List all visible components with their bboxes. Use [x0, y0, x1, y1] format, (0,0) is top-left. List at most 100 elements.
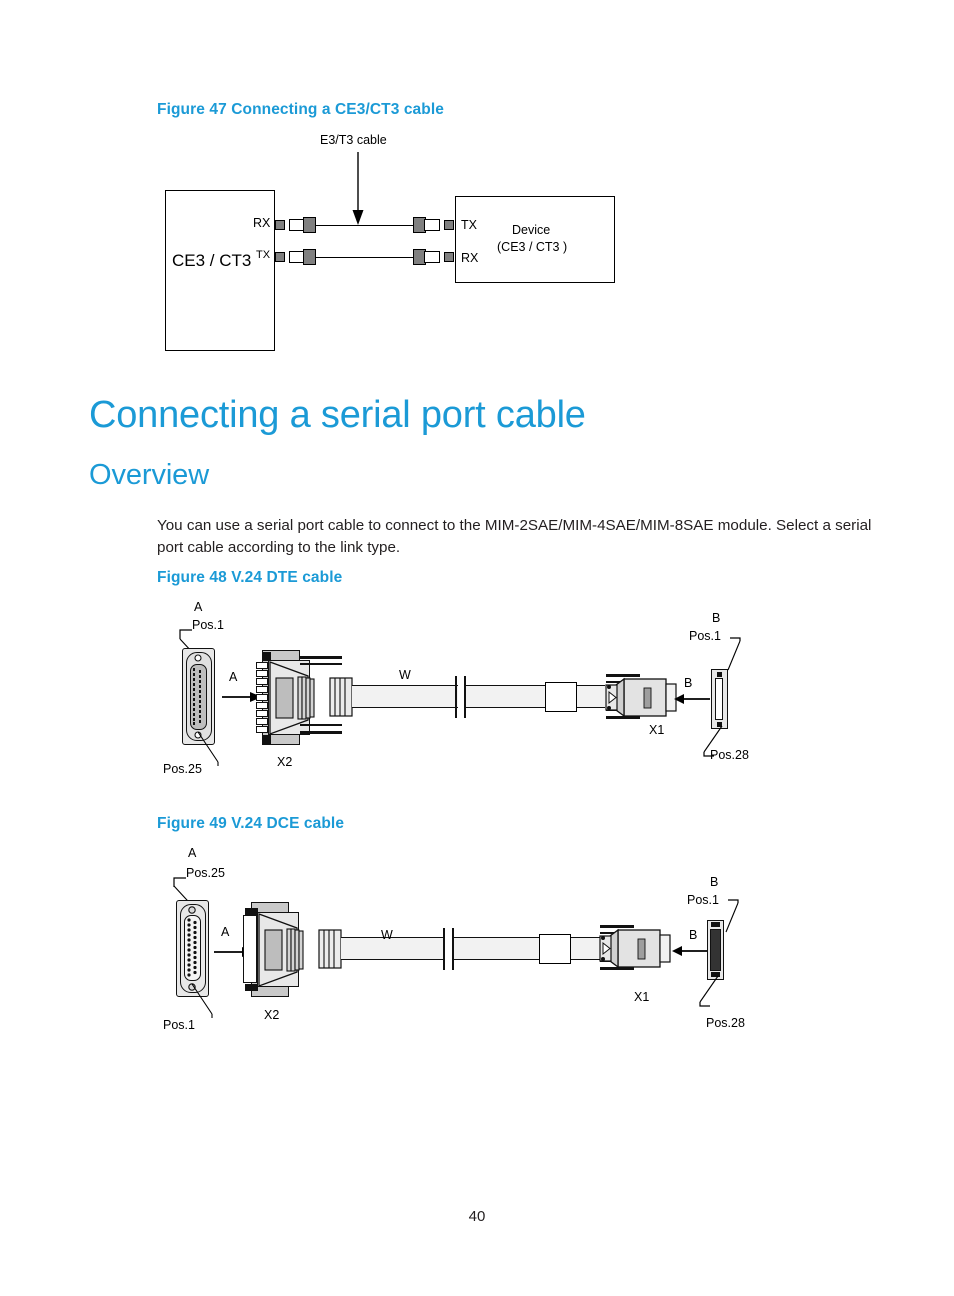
section-subheading: Overview [89, 459, 210, 491]
figure-48-x2-screw-bottom [262, 735, 271, 744]
figure-48-cable-break-right [464, 676, 466, 718]
figure-48-left-group-label: A [194, 600, 203, 614]
figure-49-b-connector-cavity [710, 929, 721, 971]
figure-49-caption: Figure 49 V.24 DCE cable [157, 815, 345, 832]
figure-49-right-bottom-leader [699, 975, 719, 1007]
figure-48-x1-body [605, 677, 677, 718]
figure-49-cable-segment-3 [571, 937, 603, 960]
figure-47-right-device-box [455, 196, 615, 283]
figure-47-callout-arrow [352, 152, 364, 225]
figure-49-left-bottom-pos: Pos.1 [163, 1018, 195, 1032]
figure-49-left-bottom-leader [191, 983, 213, 1018]
figure-48-diagram: A Pos.1 [163, 600, 749, 776]
figure-48-b-connector-screw-bottom [716, 722, 722, 727]
figure-49-right-arrow-label: B [689, 928, 698, 942]
figure-48-right-arrow [674, 694, 710, 704]
figure-49-left-db25-screwholes [188, 906, 196, 991]
figure-48-left-db25-sockets [193, 668, 201, 725]
figure-48-x1-label: X1 [649, 723, 665, 737]
figure-49-x2-taper [258, 913, 304, 987]
page-title: Connecting a serial port cable [89, 394, 586, 436]
figure-49-right-group-label: B [710, 875, 719, 889]
figure-49-right-top-leader [725, 899, 739, 933]
figure-49-left-top-pos: Pos.25 [186, 866, 225, 880]
figure-49-cable-break-right [452, 928, 454, 970]
figure-48-cable-segment-2 [466, 685, 545, 708]
figure-47-left-box-label: CE3 / CT3 [172, 251, 252, 270]
figure-49-cable-ferrite [539, 934, 571, 964]
figure-48-cable-segment-1 [352, 685, 458, 708]
figure-48-left-top-pos: Pos.1 [192, 618, 224, 632]
figure-47-right-plug-tx-tip [424, 219, 440, 231]
figure-49-cable-label: W [381, 928, 393, 942]
figure-49-x1-lug-top-1 [600, 925, 634, 929]
figure-49-diagram: A Pos.25 [163, 846, 745, 1032]
figure-48-x2-strain-relief [329, 677, 353, 717]
figure-47-right-port-tx: TX [461, 218, 477, 232]
figure-49-right-top-pos: Pos.1 [687, 893, 719, 907]
figure-49-b-connector-screw-bottom [711, 972, 720, 977]
figure-49-x2-screw-top [245, 908, 258, 915]
figure-47-left-device-box [165, 190, 275, 351]
figure-48-x2-label: X2 [277, 755, 293, 769]
figure-48-x1-lug-bot-1 [606, 716, 640, 720]
figure-49-x1-body [599, 928, 671, 969]
figure-49-x1-label: X1 [634, 990, 650, 1004]
figure-47-right-box-label-line2: (CE3 / CT3 ) [497, 240, 568, 254]
figure-48-x1-lug-top-1 [606, 674, 640, 678]
figure-47-left-port-tx: TX [256, 249, 271, 261]
figure-47-left-pad-rx [275, 220, 285, 230]
figure-48-cable-label: W [399, 668, 411, 682]
figure-48-right-group-label: B [712, 611, 721, 625]
figure-48-left-bottom-leader [197, 731, 219, 766]
figure-49-b-connector-screw-top [711, 922, 720, 927]
figure-48-caption: Figure 48 V.24 DTE cable [157, 569, 343, 586]
figure-47-right-port-rx: RX [461, 251, 479, 265]
figure-47-left-pad-tx [275, 252, 285, 262]
figure-47-cable-bottom [316, 257, 414, 259]
figure-48-cable-segment-3 [577, 685, 605, 708]
figure-49-left-arrow-label: A [221, 925, 230, 939]
figure-47-right-pad-tx [444, 220, 454, 230]
figure-48-cable-break-left [455, 676, 457, 718]
figure-47-right-box-label-line1: Device [512, 223, 551, 237]
figure-48-x2-lug-top-2 [300, 663, 342, 666]
figure-48-right-top-leader [727, 637, 741, 671]
figure-49-right-bottom-pos: Pos.28 [706, 1016, 745, 1030]
figure-47-cable-top [316, 225, 414, 227]
figure-48-x2-lug-bot-1 [300, 731, 342, 735]
figure-47-right-plug-rx-tip [424, 251, 440, 263]
figure-48-right-arrow-label: B [684, 676, 693, 690]
figure-48-right-top-pos: Pos.1 [689, 629, 721, 643]
figure-47-left-plug-rx-body [303, 217, 316, 233]
figure-48-b-connector-screw-top [716, 671, 722, 677]
figure-48-left-arrow-label: A [229, 670, 238, 684]
figure-47-right-pad-rx [444, 252, 454, 262]
figure-49-cable-break-left [443, 928, 445, 970]
figure-47-diagram: E3/T3 cable CE3 / CT3 RX TX TX [0, 0, 954, 380]
figure-47-left-plug-tx-body [303, 249, 316, 265]
figure-47-caption: Figure 47 Connecting a CE3/CT3 cable [157, 101, 444, 118]
figure-47-left-port-rx: RX [253, 216, 271, 230]
section-paragraph: You can use a serial port cable to conne… [157, 517, 872, 556]
figure-48-right-bottom-leader [703, 725, 723, 757]
figure-49-x2-face-plate [243, 915, 257, 983]
figure-49-right-arrow [672, 946, 708, 956]
figure-48-x2-screw-top [262, 652, 271, 661]
figure-49-x2-screw-bottom [245, 984, 258, 991]
figure-48-b-connector-cavity [715, 678, 723, 720]
figure-48-left-bottom-pos: Pos.25 [163, 762, 202, 776]
figure-48-right-bottom-pos: Pos.28 [710, 748, 749, 762]
figure-49-x2-label: X2 [264, 1008, 280, 1022]
page-number: 40 [468, 1208, 486, 1225]
figure-48-x2-pin-strip [256, 662, 270, 734]
figure-49-left-group-label: A [188, 846, 197, 860]
figure-49-left-db25-pins [187, 918, 197, 977]
figure-49-cable-segment-2 [454, 937, 539, 960]
figure-49-cable-segment-1 [341, 937, 444, 960]
figure-47-cable-label: E3/T3 cable [320, 133, 387, 147]
figure-48-left-top-bracket [179, 629, 192, 639]
figure-48-x2-lug-bot-2 [300, 724, 342, 727]
figure-49-x1-lug-bot-1 [600, 967, 634, 971]
